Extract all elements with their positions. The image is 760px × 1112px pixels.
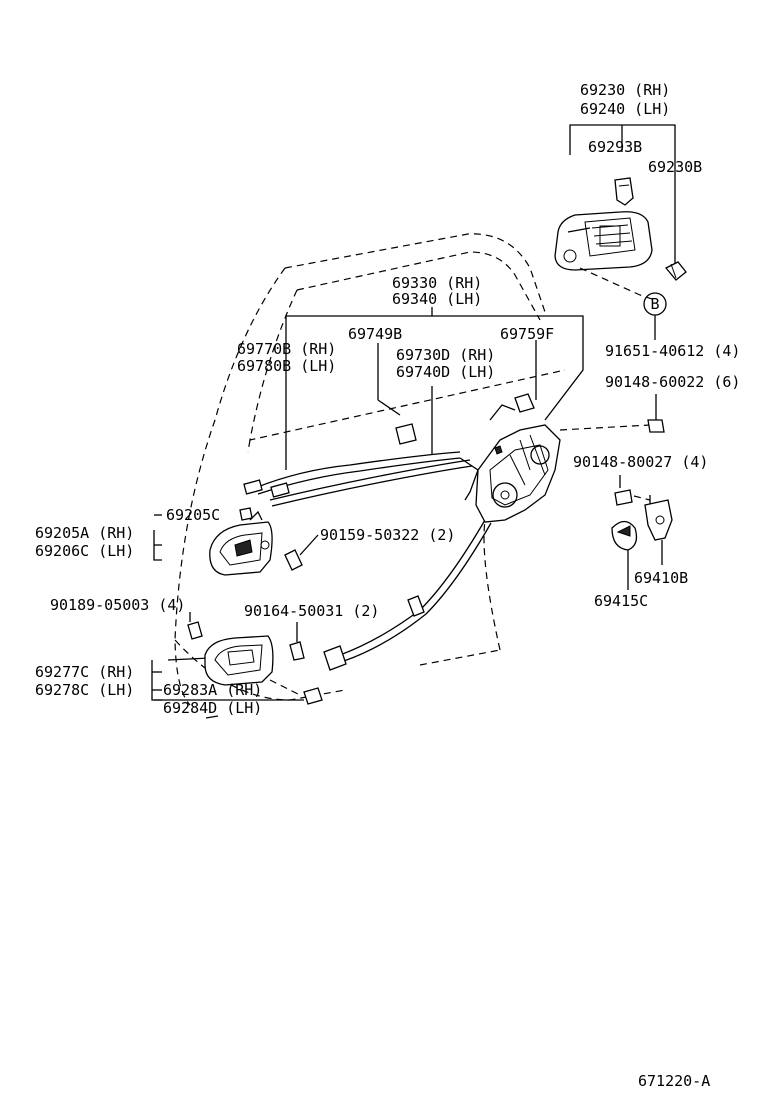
label-69749b: 69749B bbox=[348, 325, 402, 343]
label-69730d: 69730D (RH) bbox=[396, 346, 495, 364]
label-69340: 69340 (LH) bbox=[392, 290, 482, 308]
label-91651: 91651-40612 (4) bbox=[605, 342, 740, 360]
callout-b-letter: B bbox=[650, 295, 659, 313]
label-69206c: 69206C (LH) bbox=[35, 542, 134, 560]
label-69240: 69240 (LH) bbox=[580, 100, 670, 118]
label-69230b: 69230B bbox=[648, 158, 702, 176]
right-small-parts bbox=[611, 475, 673, 590]
door-lock-assembly bbox=[475, 393, 665, 523]
label-69410b: 69410B bbox=[634, 569, 688, 587]
label-69780b: 69780B (LH) bbox=[237, 357, 336, 375]
door-outline bbox=[174, 233, 566, 706]
label-69205a: 69205A (RH) bbox=[35, 524, 134, 542]
figure-code: 671220-A bbox=[638, 1072, 710, 1090]
control-cables bbox=[243, 404, 516, 671]
label-90159: 90159-50322 (2) bbox=[320, 526, 455, 544]
label-69770b: 69770B (RH) bbox=[237, 340, 336, 358]
part-labels: 69230 (RH) 69240 (LH) 69293B 69230B 9165… bbox=[35, 81, 740, 1090]
rod-bracket bbox=[285, 307, 584, 470]
handle-bezel bbox=[151, 612, 323, 719]
label-69415c: 69415C bbox=[594, 592, 648, 610]
label-69293b: 69293B bbox=[588, 138, 642, 156]
label-90189: 90189-05003 (4) bbox=[50, 596, 185, 614]
label-69283a: 69283A (RH) bbox=[163, 681, 262, 699]
label-90164: 90164-50031 (2) bbox=[244, 602, 379, 620]
label-90148-80027: 90148-80027 (4) bbox=[573, 453, 708, 471]
label-90148-60022: 90148-60022 (6) bbox=[605, 373, 740, 391]
label-69740d: 69740D (LH) bbox=[396, 363, 495, 381]
label-69759f: 69759F bbox=[500, 325, 554, 343]
outside-handle-assembly bbox=[554, 124, 687, 301]
label-69205c: 69205C bbox=[166, 506, 220, 524]
inside-handle bbox=[153, 507, 319, 576]
label-69278c: 69278C (LH) bbox=[35, 681, 134, 699]
callout-b: B bbox=[643, 292, 667, 340]
label-69277c: 69277C (RH) bbox=[35, 663, 134, 681]
label-69230: 69230 (RH) bbox=[580, 81, 670, 99]
label-69284d: 69284D (LH) bbox=[163, 699, 262, 717]
label-69330: 69330 (RH) bbox=[392, 274, 482, 292]
